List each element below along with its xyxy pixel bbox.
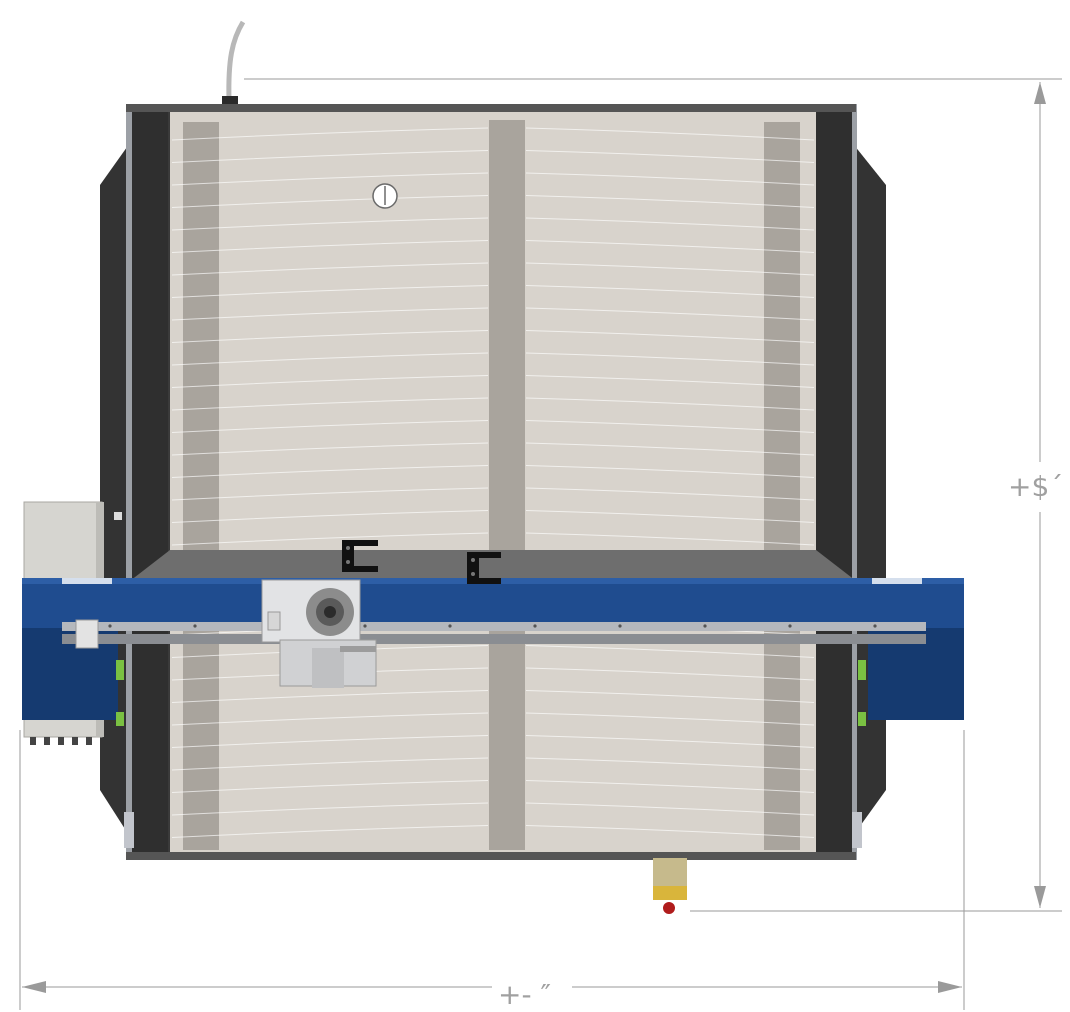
gantry-top-plate [126,550,860,584]
controller-connectors [30,737,92,745]
bed-line [171,780,815,793]
right-rail [851,104,857,860]
right-limit-switch-2 [858,712,866,726]
cable-bracket-left [342,540,378,572]
top-rim [126,104,856,112]
bed-line [171,375,815,388]
bed-line [171,330,815,343]
right-frame-member [816,108,852,860]
rail-bolt [193,624,197,628]
left-frame-member [132,108,168,860]
bed-line [171,442,815,456]
bed-stripe-right [764,122,800,850]
right-bottom-foot [852,812,862,848]
gantry-beam [22,578,964,628]
bed-grid-lines [171,127,815,838]
bed-stripe-center [489,120,525,850]
bed-line [171,307,815,321]
rail-bolts [108,624,877,628]
bed-line [171,217,815,231]
left-bracket [75,619,99,649]
bed-line [171,532,815,546]
linear-rail-lower [62,634,926,644]
bed-line [171,487,815,501]
rail-bolt [618,624,622,628]
bed-line [171,735,815,748]
bed-line [171,150,815,163]
cable-bracket-right [467,552,501,584]
bed-line [171,352,815,366]
left-label-plate [62,578,112,584]
bed-line [171,172,815,186]
bed-line [171,262,815,276]
rail-bolt [788,624,792,628]
bed-line [171,510,815,523]
rail-bolt [703,624,707,628]
height-dimension [244,78,1062,912]
controller-clip [114,512,122,520]
width-dimension [19,730,965,1010]
bed-line [171,802,815,816]
left-rail [126,104,132,860]
bed-line [171,240,815,253]
width-label: +- ″ [498,978,551,1011]
left-limit-switch-2 [116,712,124,726]
rail-bolt [108,624,112,628]
bed-line [171,712,815,726]
linear-rail [62,622,926,631]
right-label-plate [872,578,922,584]
rail-bolt [873,624,877,628]
left-bottom-foot [124,812,134,848]
estop-button [663,902,675,914]
bed-line [171,127,815,141]
bed-stripe-left [183,122,219,850]
height-label: +$´ [1008,470,1063,503]
bed-line [171,195,815,208]
bed-line [171,465,815,478]
bed-line [171,757,815,771]
bed-line [171,397,815,411]
right-limit-switch [858,660,866,680]
bottom-rim [126,852,856,860]
rail-bolt [533,624,537,628]
bed-line [171,285,815,298]
bed-line [171,420,815,433]
bed-line [171,690,815,703]
left-limit-switch [116,660,124,680]
bed-line [171,825,815,838]
estop-collar [653,886,687,900]
rail-bolt [363,624,367,628]
power-cable [226,20,246,101]
rail-bolt [448,624,452,628]
spindle-carriage [261,579,377,688]
